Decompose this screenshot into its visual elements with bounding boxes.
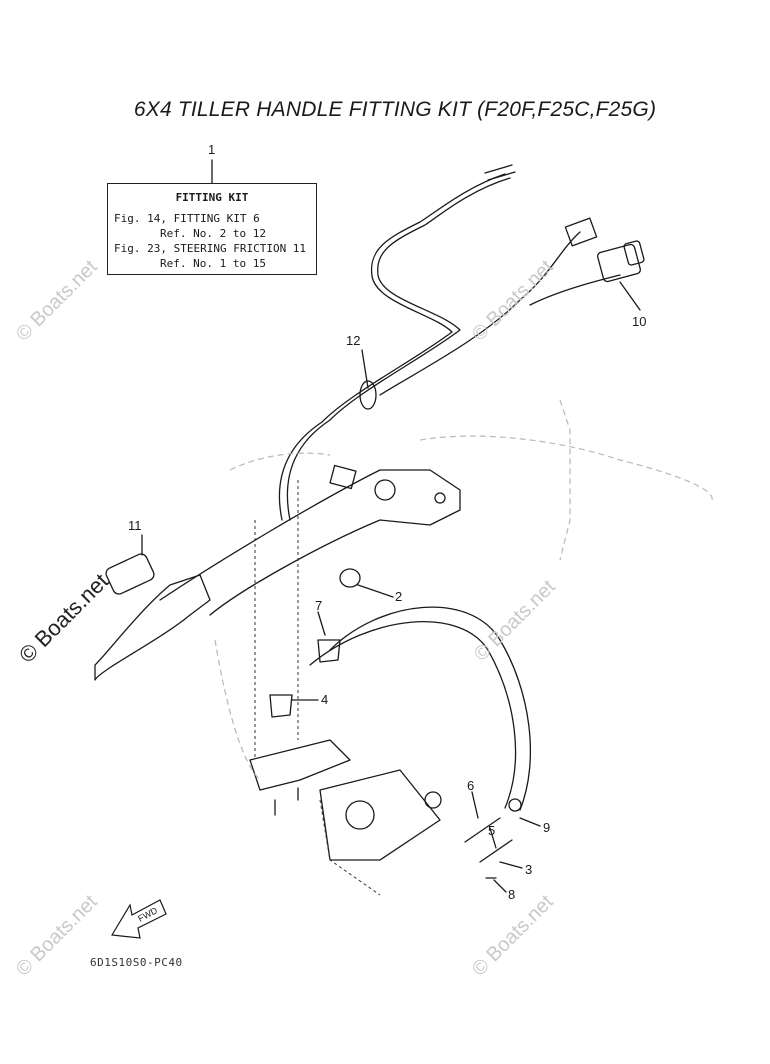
callout-4: 4 [321,692,329,707]
callout-12: 12 [346,333,361,348]
kit-line-2: Ref. No. 2 to 12 [160,227,266,240]
part-10-socket [597,243,641,283]
kit-line-3: Fig. 23, STEERING FRICTION 11 [114,242,307,255]
part-2-grommet [339,568,361,588]
leader-7 [317,611,326,636]
pivot-bolt [374,479,396,501]
tiller-grip [94,574,211,681]
leader-3 [499,861,523,869]
callout-11: 11 [128,518,142,533]
callout-8: 8 [508,887,516,902]
engine-outline [214,399,713,781]
kit-line-4: Ref. No. 1 to 15 [160,257,266,270]
leader-9 [519,817,541,827]
harness-wire [379,231,581,396]
fwd-arrow: FWD [111,899,167,939]
engine-outline-arm [229,452,331,471]
harness-wire-2 [529,274,621,306]
part-5-rod [479,839,513,863]
loop-cable-inner [309,621,517,809]
part-9-clip [508,798,522,812]
pivot-hole [434,492,446,504]
callout-7: 7 [315,598,323,613]
connector-mid [329,464,357,490]
part-7-clamp [317,639,341,663]
leader-10 [619,281,641,311]
callout-9: 9 [543,820,551,835]
callout-5: 5 [488,823,496,838]
connector-top [564,217,598,247]
cable-end-1 [484,164,513,174]
drawing-code: 6D1S10S0-PC40 [90,956,183,969]
callout-2: 2 [395,589,403,604]
callout-10: 10 [632,314,647,329]
lower-linkage-housing [319,769,441,861]
leader-6 [471,791,479,819]
fitting-kit-heading: FITTING KIT [175,191,249,204]
callout-1: 1 [208,142,216,157]
linkage-pulley [424,791,442,809]
bracket-plate [249,739,351,791]
linkage-gear [345,800,375,830]
cable-end-2 [487,171,516,181]
part-6-rod [464,817,501,843]
leader-2 [357,584,394,598]
part-11-switch [105,553,155,595]
leader-8 [493,879,507,893]
leader-5 [489,827,497,849]
throttle-cable [286,177,511,521]
engine-outline-side [559,399,571,561]
shift-cable [278,173,506,521]
part-12-band [359,380,377,410]
dash-guide-3 [319,799,381,896]
callout-6: 6 [467,778,475,793]
callout-3: 3 [525,862,533,877]
engine-outline-top [419,435,713,501]
part-10-cap [623,240,645,266]
engine-outline-lower [214,639,261,781]
loop-cable-outer [329,606,532,811]
diagram-title: 6X4 TILLER HANDLE FITTING KIT (F20F,F25C… [133,98,657,121]
kit-line-1: Fig. 14, FITTING KIT 6 [114,212,260,225]
tiller-arm [159,469,461,616]
fitting-kit-box: FITTING KIT Fig. 14, FITTING KIT 6 Ref. … [107,183,317,275]
part-4-clamp [269,694,293,718]
